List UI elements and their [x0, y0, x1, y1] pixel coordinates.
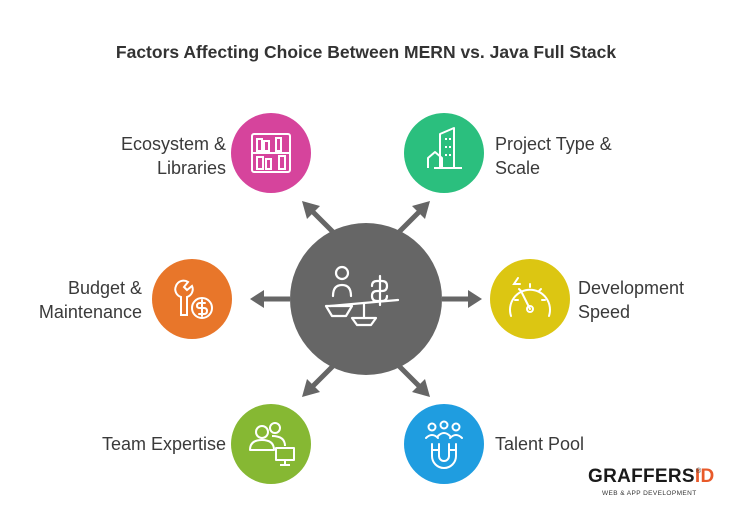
label-budget-line2: Maintenance [38, 302, 142, 322]
label-project-line2: Scale [495, 158, 541, 178]
label-talent-line1: Talent Pool [495, 434, 585, 454]
label-budget: Budget & Maintenance [39, 276, 142, 324]
label-team-line1: Team Expertise [101, 434, 226, 454]
magnet-people-icon [425, 420, 463, 469]
scale-balance-icon [324, 265, 400, 327]
team-computer-icon [249, 422, 295, 466]
bookshelf-icon [251, 133, 291, 173]
label-speed: Development Speed [578, 276, 684, 324]
factor-team [231, 404, 311, 484]
label-talent: Talent Pool [495, 432, 584, 456]
label-ecosystem-line2: Libraries [156, 158, 226, 178]
logo-tagline: WEB & APP DEVELOPMENT [602, 490, 697, 497]
arrow-left [250, 290, 290, 308]
label-speed-line2: Speed [578, 302, 631, 322]
arrow-down-left [302, 360, 339, 397]
factor-budget [152, 259, 232, 339]
label-project-line1: Project Type & [495, 134, 612, 154]
label-speed-line1: Development [578, 278, 685, 298]
factor-speed [490, 259, 570, 339]
label-ecosystem: Ecosystem & Libraries [121, 132, 226, 180]
label-team: Team Expertise [102, 432, 226, 456]
arrow-right [442, 290, 482, 308]
wrench-dollar-icon [174, 279, 213, 319]
center-hub [290, 223, 442, 375]
factor-ecosystem [231, 113, 311, 193]
diagram-title: Factors Affecting Choice Between MERN vs… [115, 42, 617, 62]
arrow-up-right [393, 201, 430, 238]
graffersid-logo: GRAFFERSID ® WEB & APP DEVELOPMENT [588, 466, 714, 506]
label-project: Project Type & Scale [495, 132, 612, 180]
arrow-down-right [393, 360, 430, 397]
factor-project [404, 113, 484, 193]
logo-wordmark: GRAFFERSID [588, 466, 715, 488]
label-budget-line1: Budget & [67, 278, 142, 298]
speedometer-icon [509, 277, 551, 317]
factor-talent [404, 404, 484, 484]
logo-accent-text: ID [694, 466, 715, 487]
label-ecosystem-line1: Ecosystem & [120, 134, 226, 154]
arrow-up-left [302, 201, 339, 238]
buildings-icon [427, 127, 462, 169]
logo-main-text: GRAFFERS [588, 466, 695, 487]
logo-registered-mark: ® [696, 468, 702, 475]
